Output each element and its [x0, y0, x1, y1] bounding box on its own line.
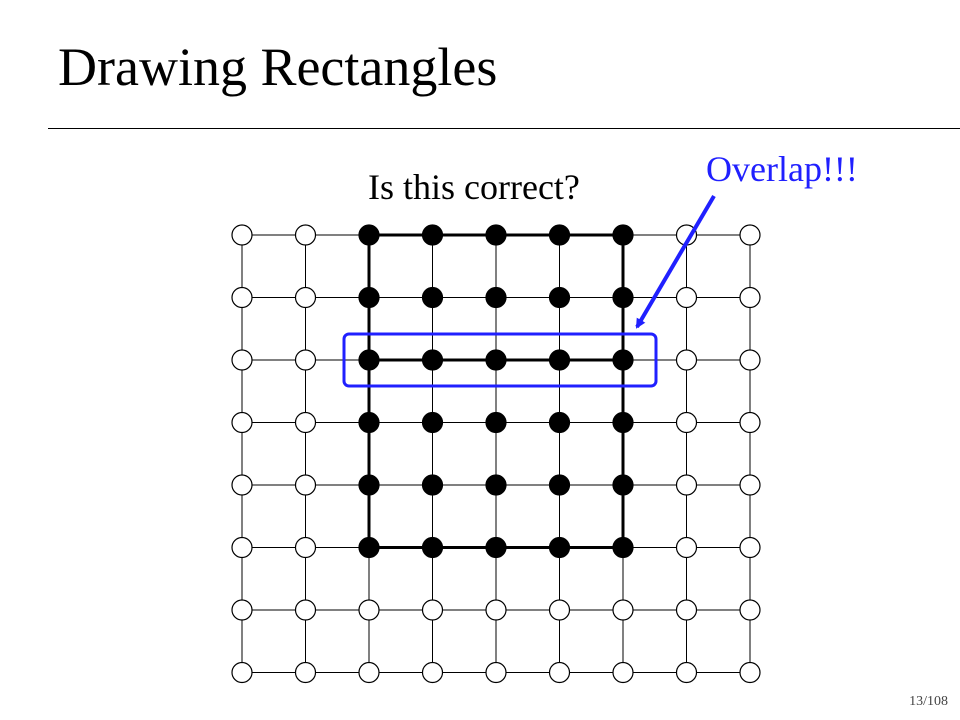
overlap-highlight-box	[342, 332, 658, 388]
pixel-empty	[739, 599, 761, 621]
pixel-empty	[675, 536, 698, 559]
pixel-filled	[612, 474, 634, 496]
pixel-empty	[294, 286, 317, 309]
pixel-empty	[294, 661, 317, 684]
pixel-empty	[739, 411, 761, 434]
pixel-empty	[675, 599, 698, 621]
pixel-empty	[421, 661, 444, 684]
question-text: Is this correct?	[368, 167, 580, 207]
pixel-empty	[612, 661, 634, 684]
pixel-empty	[231, 599, 253, 621]
overlap-arrow	[635, 194, 716, 329]
pixel-empty	[675, 474, 698, 496]
page-number: 13/108	[909, 694, 948, 709]
pixel-empty	[675, 661, 698, 684]
pixel-empty	[358, 599, 380, 621]
pixel-empty	[294, 349, 317, 371]
pixel-empty	[675, 349, 698, 371]
pixel-filled	[548, 474, 571, 496]
pixel-filled	[612, 411, 634, 434]
pixel-empty	[231, 474, 253, 496]
pixel-empty	[294, 224, 317, 246]
pixel-empty	[675, 286, 698, 309]
pixel-empty	[421, 599, 444, 621]
overlap-highlight-layer	[342, 194, 716, 388]
pixel-empty	[612, 599, 634, 621]
pixel-empty	[548, 599, 571, 621]
pixel-empty	[231, 536, 253, 559]
pixel-empty	[294, 474, 317, 496]
pixel-filled	[421, 224, 444, 246]
pixel-filled	[421, 286, 444, 309]
pixel-empty	[231, 286, 253, 309]
overlap-callout: Overlap!!!	[706, 149, 858, 189]
pixel-filled	[612, 286, 634, 309]
pixel-filled	[358, 286, 380, 309]
pixel-empty	[739, 349, 761, 371]
title-divider	[48, 128, 960, 129]
pixel-filled	[358, 224, 380, 246]
pixel-filled	[485, 224, 507, 246]
pixel-empty	[231, 411, 253, 434]
pixel-empty	[739, 661, 761, 684]
pixel-filled	[548, 286, 571, 309]
pixel-filled	[485, 349, 507, 371]
pixel-empty	[485, 661, 507, 684]
pixel-empty	[739, 474, 761, 496]
pixel-filled	[612, 349, 634, 371]
pixel-nodes	[231, 224, 761, 684]
pixel-filled	[421, 536, 444, 559]
pixel-empty	[548, 661, 571, 684]
pixel-filled	[485, 474, 507, 496]
pixel-empty	[294, 411, 317, 434]
pixel-filled	[358, 474, 380, 496]
pixel-filled	[548, 536, 571, 559]
pixel-empty	[485, 599, 507, 621]
pixel-filled	[358, 536, 380, 559]
pixel-filled	[358, 411, 380, 434]
pixel-filled	[548, 224, 571, 246]
pixel-empty	[675, 411, 698, 434]
pixel-empty	[231, 349, 253, 371]
pixel-empty	[358, 661, 380, 684]
pixel-filled	[612, 224, 634, 246]
pixel-filled	[612, 536, 634, 559]
slide-title: Drawing Rectangles	[58, 37, 498, 97]
pixel-filled	[421, 349, 444, 371]
pixel-empty	[739, 286, 761, 309]
pixel-filled	[358, 349, 380, 371]
pixel-empty	[231, 661, 253, 684]
pixel-filled	[485, 536, 507, 559]
pixel-filled	[485, 411, 507, 434]
pixel-empty	[294, 536, 317, 559]
pixel-filled	[421, 474, 444, 496]
pixel-filled	[548, 411, 571, 434]
pixel-empty	[739, 224, 761, 246]
pixel-empty	[294, 599, 317, 621]
pixel-filled	[485, 286, 507, 309]
pixel-filled	[548, 349, 571, 371]
pixel-filled	[421, 411, 444, 434]
pixel-empty	[231, 224, 253, 246]
pixel-empty	[739, 536, 761, 559]
